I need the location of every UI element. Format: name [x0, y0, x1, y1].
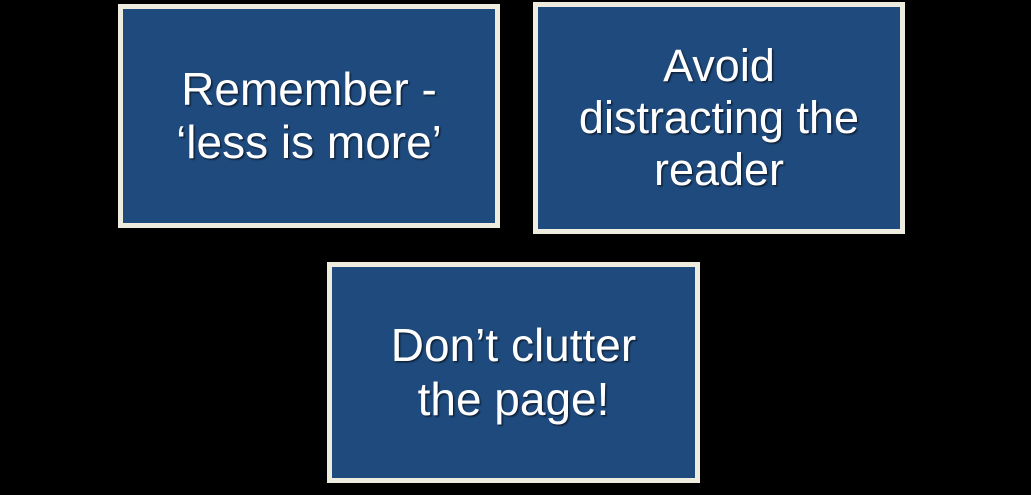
callout-box-avoid-distracting-the-reader[interactable]: Avoid distracting the reader [533, 2, 905, 234]
callout-text: Don’t clutter the page! [390, 319, 637, 425]
callout-box-dont-clutter-the-page[interactable]: Don’t clutter the page! [327, 262, 700, 483]
callout-text: Remember - ‘less is more’ [176, 62, 442, 168]
callout-box-remember-less-is-more[interactable]: Remember - ‘less is more’ [118, 4, 500, 228]
callout-text: Avoid distracting the reader [578, 39, 860, 196]
